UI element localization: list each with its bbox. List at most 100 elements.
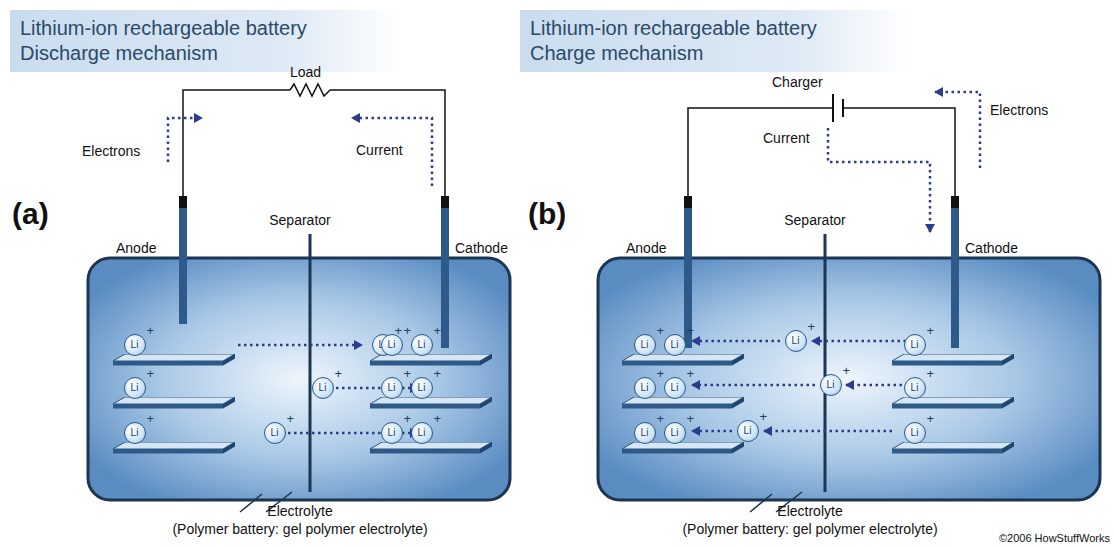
ion-symbol: Li <box>125 423 144 442</box>
part-label: Electrons <box>82 143 140 159</box>
cathode-plate <box>892 397 1014 409</box>
part-label: Cathode <box>455 240 508 256</box>
cathode-plate <box>370 354 492 366</box>
ion-charge: + <box>403 367 411 380</box>
lithium-ion: Li+ <box>904 334 926 356</box>
ion-charge: + <box>759 410 767 423</box>
ion-charge: + <box>656 324 664 337</box>
ion-charge: + <box>403 412 411 425</box>
ion-symbol: Li <box>905 423 924 442</box>
separator-line <box>309 234 312 492</box>
ion-charge: + <box>146 324 154 337</box>
anode-plate <box>622 442 744 454</box>
ion-charge: + <box>433 324 441 337</box>
lithium-ion: Li+ <box>411 422 433 444</box>
ion-symbol: Li <box>821 375 840 394</box>
anode-plate <box>622 354 744 366</box>
banner-text: Charge mechanism <box>530 41 880 66</box>
resistor-symbol <box>290 84 330 96</box>
lithium-ion: Li+ <box>785 330 807 352</box>
title-banner: Lithium-ion rechargeable batteryCharge m… <box>520 10 910 72</box>
cathode-plate <box>892 354 1014 366</box>
ion-symbol: Li <box>665 423 684 442</box>
cathode-rod <box>951 208 959 348</box>
anode-rod <box>179 208 187 324</box>
lithium-ion: Li+ <box>411 377 433 399</box>
part-label: Separator <box>784 212 845 228</box>
panel-a <box>88 84 510 512</box>
cathode-rod <box>441 208 449 348</box>
banner-text: Lithium-ion rechargeable battery <box>20 16 370 41</box>
lithium-ion: Li+ <box>634 377 656 399</box>
part-label: Cathode <box>965 240 1018 256</box>
ion-charge: + <box>807 320 815 333</box>
terminal <box>441 196 449 208</box>
part-label: Separator <box>269 212 330 228</box>
ion-charge: + <box>286 412 294 425</box>
title-banner: Lithium-ion rechargeable batteryDischarg… <box>10 10 400 72</box>
part-label: Anode <box>116 240 156 256</box>
ion-charge: + <box>656 412 664 425</box>
anode-plate <box>113 354 235 366</box>
ion-charge: + <box>403 324 411 337</box>
ion-symbol: Li <box>412 378 431 397</box>
ion-symbol: Li <box>635 335 654 354</box>
panel-b <box>598 92 1100 512</box>
lithium-ion: Li+ <box>312 377 334 399</box>
ion-charge: + <box>686 412 694 425</box>
cathode-plate <box>370 442 492 454</box>
lithium-ion: Li+ <box>634 422 656 444</box>
battery-housing <box>598 258 1100 500</box>
lithium-ion: Li+ <box>381 334 403 356</box>
panel-letter: (b) <box>528 196 566 231</box>
terminal <box>179 196 187 208</box>
part-label: Charger <box>772 74 823 90</box>
lithium-ion: Li+ <box>634 334 656 356</box>
lithium-ion: Li+ <box>381 377 403 399</box>
ion-charge: + <box>146 367 154 380</box>
ion-charge: + <box>842 364 850 377</box>
flow-arrows <box>168 118 432 186</box>
lithium-ion: Li+ <box>664 377 686 399</box>
part-label: Electrolyte <box>777 503 842 519</box>
lithium-ion: Li+ <box>124 334 146 356</box>
part-label: (Polymer battery: gel polymer electrolyt… <box>682 521 937 537</box>
ion-charge: + <box>926 367 934 380</box>
ion-charge: + <box>334 367 342 380</box>
terminal <box>684 196 692 208</box>
charger-symbol <box>842 99 844 117</box>
part-label: ©2006 HowStuffWorks <box>999 532 1110 545</box>
ion-symbol: Li <box>125 378 144 397</box>
ion-charge: + <box>926 412 934 425</box>
ion-flow-arrows <box>238 345 418 433</box>
lithium-ion: Li+ <box>381 422 403 444</box>
charger-symbol <box>832 94 834 122</box>
ion-symbol: Li <box>382 335 401 354</box>
ion-charge: + <box>656 367 664 380</box>
ion-charge: + <box>686 324 694 337</box>
ion-symbol: Li <box>382 423 401 442</box>
banner-text: Lithium-ion rechargeable battery <box>530 16 880 41</box>
ion-symbol: Li <box>665 335 684 354</box>
ion-flow-arrows <box>692 341 920 431</box>
ion-symbol: Li <box>786 331 805 350</box>
anode-plate <box>113 397 235 409</box>
part-label: Load <box>290 64 321 80</box>
wire <box>688 108 955 196</box>
lithium-ion: Li+ <box>124 377 146 399</box>
lithium-ion: Li+ <box>124 422 146 444</box>
ion-symbol: Li <box>125 335 144 354</box>
terminal <box>951 196 959 208</box>
ion-symbol: Li <box>635 378 654 397</box>
ion-charge: + <box>433 367 441 380</box>
cathode-plate <box>892 442 1014 454</box>
ion-symbol: Li <box>905 378 924 397</box>
ion-charge: + <box>433 412 441 425</box>
flow-arrows <box>828 92 980 232</box>
part-label: Current <box>356 142 403 158</box>
lithium-ion: Li+ <box>904 377 926 399</box>
separator-line <box>824 234 827 492</box>
lithium-ion: Li+ <box>664 334 686 356</box>
wire <box>183 90 445 196</box>
ion-symbol: Li <box>738 421 757 440</box>
